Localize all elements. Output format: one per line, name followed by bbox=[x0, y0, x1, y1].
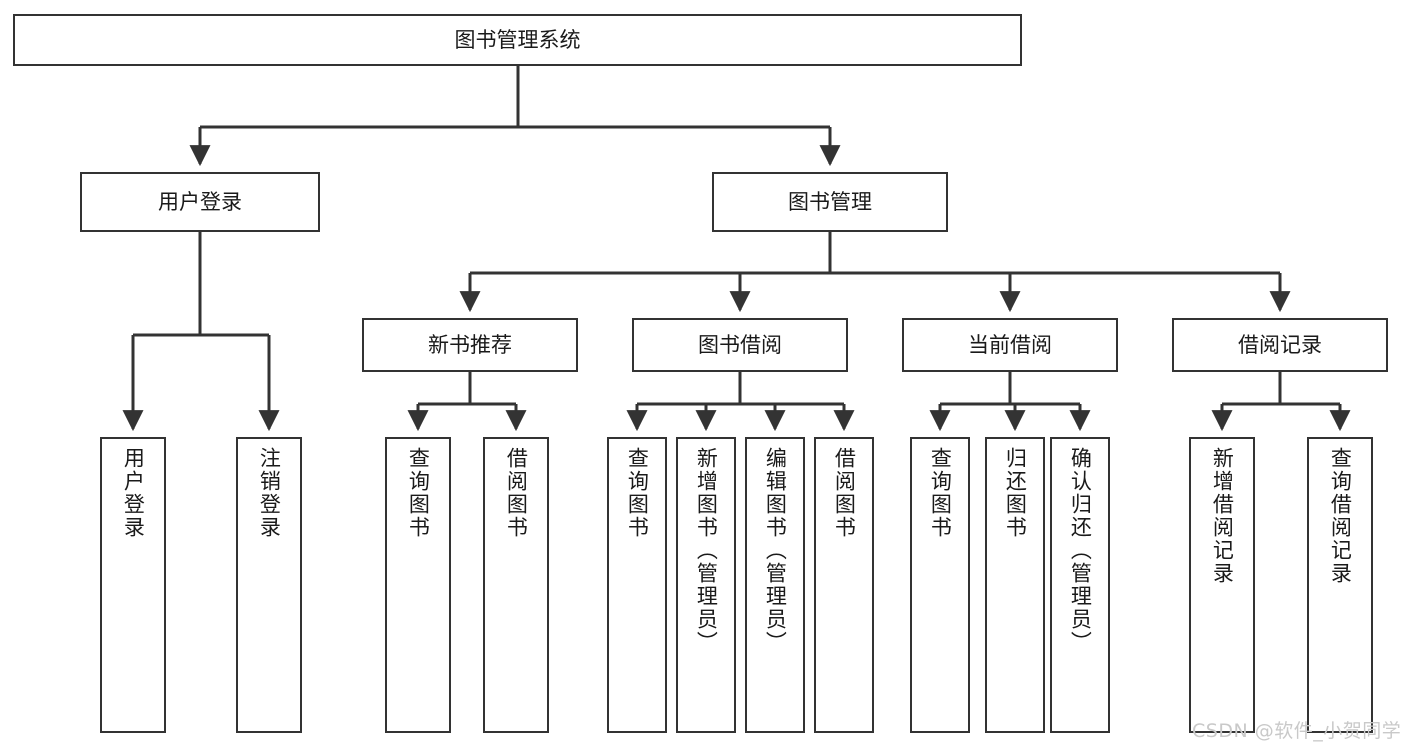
node-leaf-confirm-return-admin-label: 确认归还（管理员） bbox=[1068, 447, 1093, 654]
node-leaf-confirm-return-admin[interactable]: 确认归还（管理员） bbox=[1050, 437, 1110, 733]
node-leaf-borrow-book-borrow[interactable]: 借阅图书 bbox=[814, 437, 874, 733]
node-book-borrow[interactable]: 图书借阅 bbox=[632, 318, 848, 372]
node-new-book-recommend-label: 新书推荐 bbox=[428, 332, 512, 357]
node-leaf-return-book-label: 归还图书 bbox=[1003, 447, 1028, 539]
node-leaf-query-book-borrow-label: 查询图书 bbox=[625, 447, 650, 539]
node-user-login[interactable]: 用户登录 bbox=[80, 172, 320, 232]
node-borrow-record-label: 借阅记录 bbox=[1238, 332, 1322, 357]
node-leaf-user-login[interactable]: 用户登录 bbox=[100, 437, 166, 733]
node-leaf-edit-book-admin-label: 编辑图书（管理员） bbox=[763, 447, 788, 654]
node-leaf-query-book-new-label: 查询图书 bbox=[406, 447, 431, 539]
node-leaf-user-login-label: 用户登录 bbox=[121, 447, 146, 539]
node-leaf-edit-book-admin[interactable]: 编辑图书（管理员） bbox=[745, 437, 805, 733]
node-leaf-add-book-admin[interactable]: 新增图书（管理员） bbox=[676, 437, 736, 733]
node-leaf-query-borrow-record-label: 查询借阅记录 bbox=[1328, 447, 1353, 585]
node-current-borrow-label: 当前借阅 bbox=[968, 332, 1052, 357]
node-leaf-user-logout[interactable]: 注销登录 bbox=[236, 437, 302, 733]
node-current-borrow[interactable]: 当前借阅 bbox=[902, 318, 1118, 372]
node-leaf-query-book-current[interactable]: 查询图书 bbox=[910, 437, 970, 733]
node-leaf-borrow-book-borrow-label: 借阅图书 bbox=[832, 447, 857, 539]
node-leaf-return-book[interactable]: 归还图书 bbox=[985, 437, 1045, 733]
node-new-book-recommend[interactable]: 新书推荐 bbox=[362, 318, 578, 372]
node-leaf-user-logout-label: 注销登录 bbox=[257, 447, 282, 539]
csdn-watermark: CSDN @软件_小贺同学 bbox=[1192, 720, 1402, 742]
node-leaf-query-book-current-label: 查询图书 bbox=[928, 447, 953, 539]
node-leaf-query-book-borrow[interactable]: 查询图书 bbox=[607, 437, 667, 733]
node-book-manage-label: 图书管理 bbox=[788, 189, 872, 214]
node-leaf-query-book-new[interactable]: 查询图书 bbox=[385, 437, 451, 733]
node-borrow-record[interactable]: 借阅记录 bbox=[1172, 318, 1388, 372]
node-root[interactable]: 图书管理系统 bbox=[13, 14, 1022, 66]
node-leaf-add-borrow-record-label: 新增借阅记录 bbox=[1210, 447, 1235, 585]
node-leaf-add-book-admin-label: 新增图书（管理员） bbox=[694, 447, 719, 654]
node-user-login-label: 用户登录 bbox=[158, 189, 242, 214]
node-book-manage[interactable]: 图书管理 bbox=[712, 172, 948, 232]
node-leaf-borrow-book-new[interactable]: 借阅图书 bbox=[483, 437, 549, 733]
node-root-label: 图书管理系统 bbox=[454, 27, 581, 52]
node-book-borrow-label: 图书借阅 bbox=[698, 332, 782, 357]
node-leaf-query-borrow-record[interactable]: 查询借阅记录 bbox=[1307, 437, 1373, 733]
node-leaf-borrow-book-new-label: 借阅图书 bbox=[504, 447, 529, 539]
node-leaf-add-borrow-record[interactable]: 新增借阅记录 bbox=[1189, 437, 1255, 733]
